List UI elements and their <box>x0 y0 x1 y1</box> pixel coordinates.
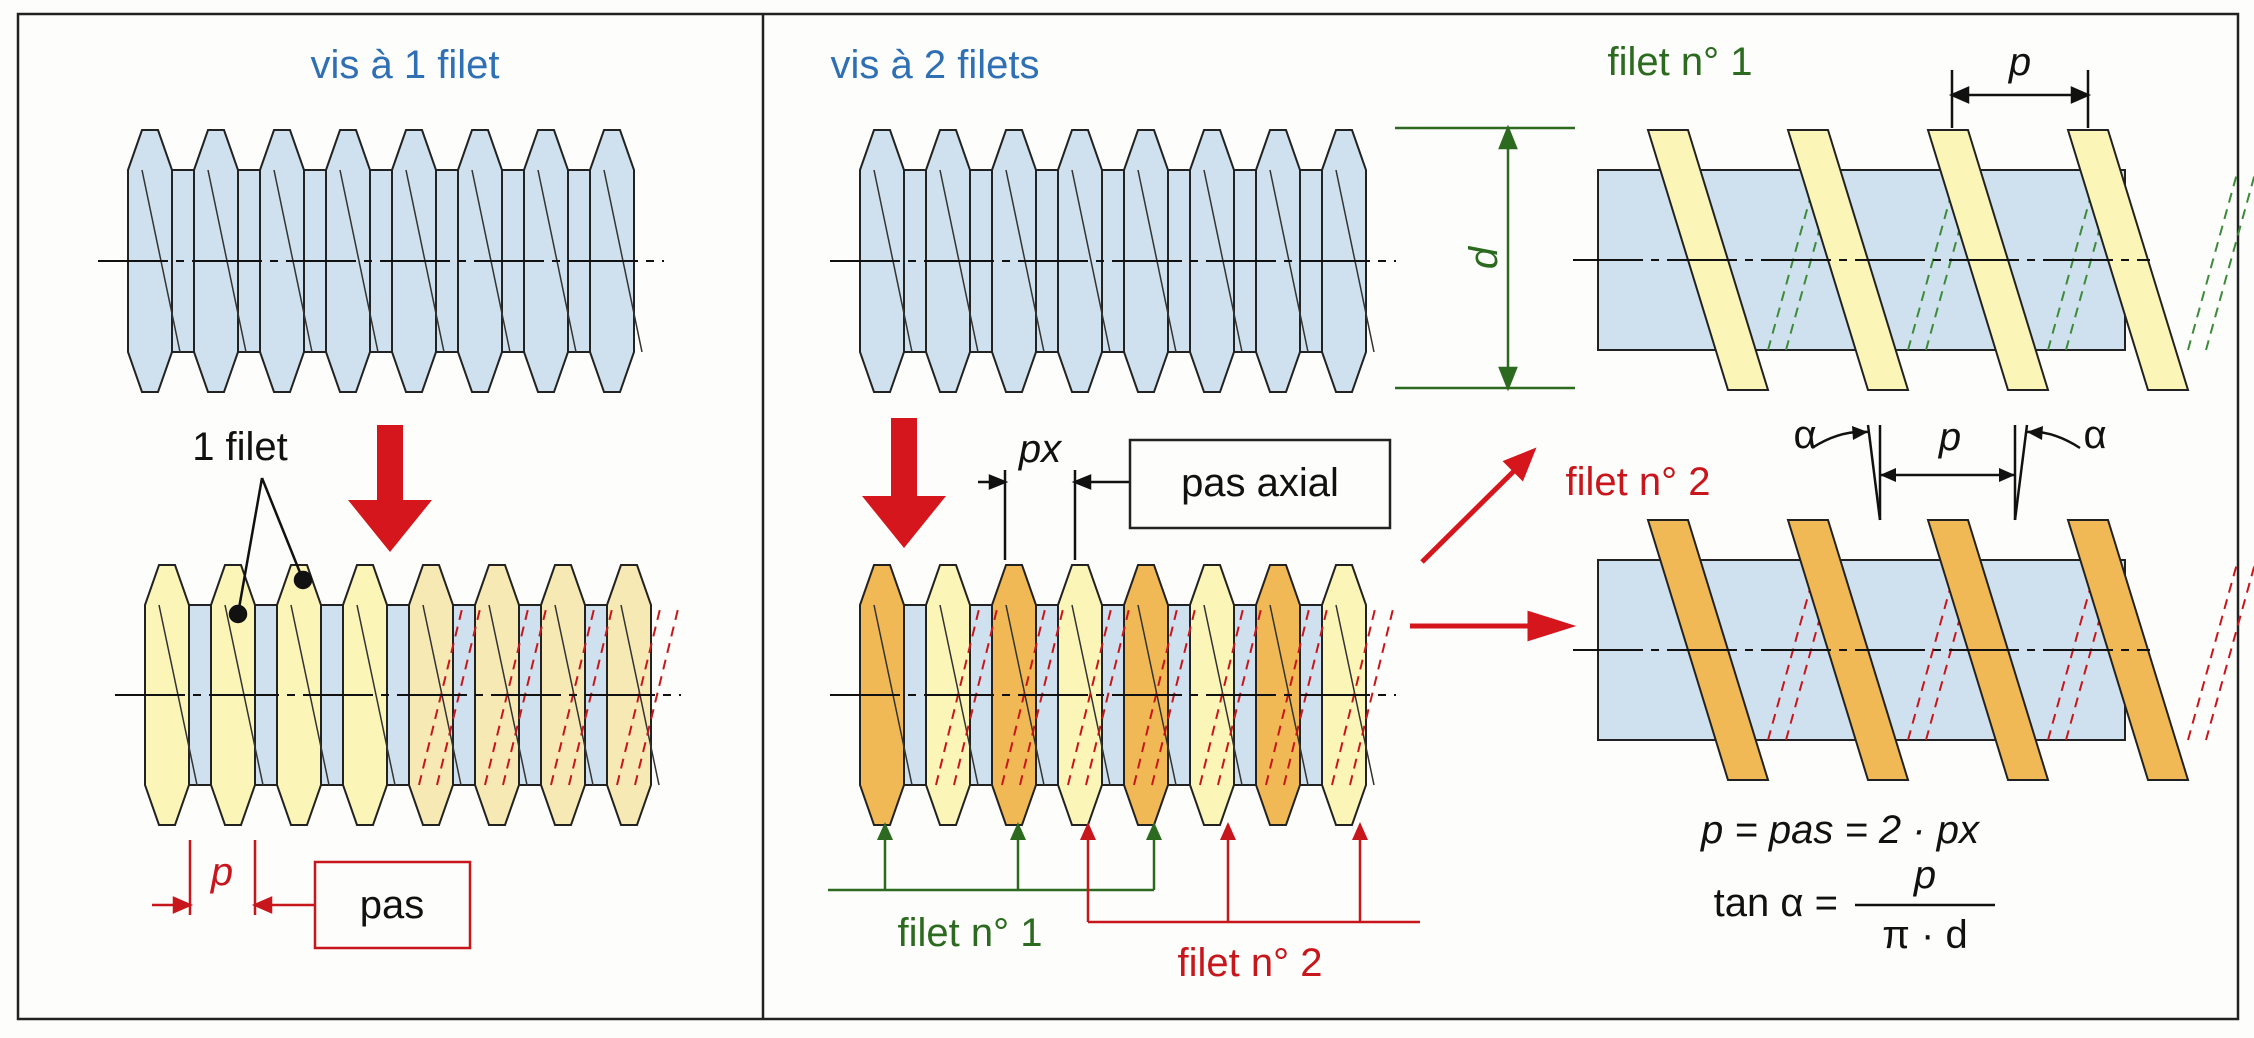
helix-line <box>356 604 396 786</box>
pas-axial-box <box>1128 438 1392 530</box>
helix-angle-arrowheads <box>1852 426 2043 482</box>
thread-2-bottom-label: filet n° 2 <box>1178 941 1323 985</box>
thread-crest <box>1255 129 1301 393</box>
thread-crest <box>259 129 305 393</box>
red-down-arrow-right <box>862 418 946 548</box>
px-symbol: px <box>1018 427 1063 471</box>
pitch-symbol-left: p <box>210 850 233 894</box>
thread-2-arrowhead <box>1220 822 1236 840</box>
alpha-left: α <box>1793 413 1816 457</box>
thread-2-arrowhead <box>1352 822 1368 840</box>
double-thread-screw-profile <box>830 129 1396 393</box>
pitch-symbol-top-right: p <box>2008 40 2031 84</box>
formula-tan-denominator: π · d <box>1882 913 1967 957</box>
left-panel-title: vis à 1 filet <box>311 43 500 87</box>
hidden-helix-line <box>634 604 680 786</box>
hidden-strip-edge <box>2187 559 2239 741</box>
thread-1-bottom-label: filet n° 1 <box>898 911 1043 955</box>
thread-2-cylinder <box>1573 519 2254 781</box>
thread-1-arrowhead <box>1010 822 1026 840</box>
one-thread-label: 1 filet <box>192 425 288 469</box>
thread-crest <box>540 564 586 826</box>
thread-1-cylinder <box>1573 129 2254 391</box>
alpha-right: α <box>2083 413 2106 457</box>
hidden-helix-line <box>1349 604 1395 786</box>
thread-crest <box>991 129 1037 393</box>
hidden-helix-line <box>1067 604 1113 786</box>
pas-box <box>313 860 472 950</box>
hidden-strip-edge <box>2205 563 2254 741</box>
diameter-dimension <box>1395 124 1575 392</box>
helical-strip <box>1786 519 1910 781</box>
red-arrows-to-threads <box>1410 447 1577 642</box>
hidden-strip-edge <box>2205 173 2254 351</box>
pas-label: pas <box>360 883 425 927</box>
red-down-arrow-left <box>348 425 432 552</box>
thread-leader-lines <box>828 822 1420 924</box>
hidden-helix-line <box>1085 604 1131 786</box>
formula-tan-numerator: p <box>1913 853 1936 897</box>
thread-1-title: filet n° 1 <box>1608 40 1753 84</box>
thread-2-title: filet n° 2 <box>1566 460 1711 504</box>
helical-strip <box>1786 129 1910 391</box>
formula-pitch: p = pas = 2 · px <box>1700 808 1981 852</box>
pitch-dimension-top-right <box>1948 70 2092 128</box>
helix-line <box>339 169 379 353</box>
formula-tan-prefix: tan α = <box>1714 881 1838 925</box>
thread-1-arrowhead <box>877 822 893 840</box>
thread-2-arrowhead <box>1080 822 1096 840</box>
pas-axial-label: pas axial <box>1181 461 1339 505</box>
thread-crest <box>523 129 569 393</box>
pitch-dimension-left <box>152 840 315 915</box>
one-thread-leaders <box>228 477 313 624</box>
right-panel-title: vis à 2 filets <box>831 43 1040 87</box>
double-thread-screw-highlighted <box>830 564 1396 826</box>
diameter-symbol: d <box>1462 245 1506 269</box>
panel-frames <box>16 12 2240 1021</box>
thread-crest <box>991 564 1037 826</box>
single-thread-screw-profile <box>98 129 664 393</box>
thread-1-arrowhead <box>1146 822 1162 840</box>
thread-crest <box>1255 564 1301 826</box>
px-dimension <box>978 470 1130 560</box>
hidden-strip-edge <box>2187 169 2239 351</box>
helix-line <box>1071 169 1111 353</box>
pitch-symbol-mid-right: p <box>1938 415 1961 459</box>
single-thread-screw-highlighted <box>115 564 681 826</box>
